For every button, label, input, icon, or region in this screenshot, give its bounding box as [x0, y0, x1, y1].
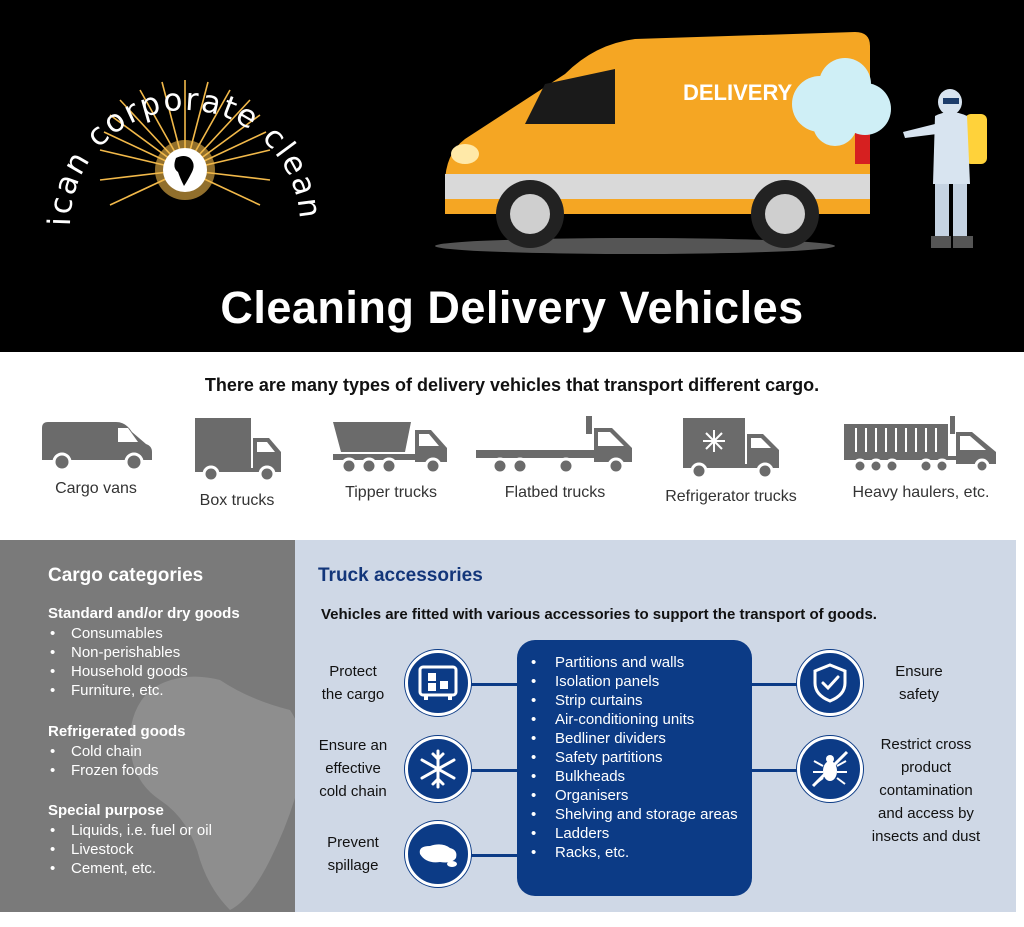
cargo-group-heading: Refrigerated goods	[48, 723, 186, 740]
list-item: Liquids, i.e. fuel or oil	[48, 821, 212, 840]
vehicle-label: Box trucks	[199, 492, 275, 509]
list-item: Furniture, etc.	[48, 681, 240, 700]
list-item: Non-perishables	[48, 643, 240, 662]
cargo-group-special: Special purpose Liquids, i.e. fuel or oi…	[48, 802, 212, 878]
africa-map-icon	[130, 676, 295, 910]
accessories-title: Truck accessories	[318, 565, 483, 586]
list-item: Frozen foods	[48, 761, 186, 780]
vehicle-refrigerator-truck: Refrigerator trucks	[660, 414, 802, 506]
cargo-van-icon	[42, 422, 152, 472]
page-title: Cleaning Delivery Vehicles	[220, 282, 804, 333]
list-item: Isolation panels	[531, 672, 742, 691]
vehicle-box-truck: Box trucks	[186, 414, 288, 510]
shield-check-icon	[813, 663, 847, 703]
cargo-box-icon	[418, 665, 458, 700]
list-item: Organisers	[531, 786, 742, 805]
list-item: Strip curtains	[531, 691, 742, 710]
spill-icon	[419, 844, 457, 867]
header-banner: african corporate cleaning DELIVERY	[0, 0, 1024, 352]
cargo-box-circle	[405, 650, 471, 716]
connector-line	[750, 683, 800, 686]
vehicle-flatbed-truck: Flatbed trucks	[472, 414, 638, 502]
company-logo: african corporate cleaning	[40, 20, 326, 227]
vehicle-label: Refrigerator trucks	[665, 488, 797, 505]
cargo-group-heading: Special purpose	[48, 802, 164, 819]
vehicle-label: Cargo vans	[55, 480, 137, 497]
shield-circle	[797, 650, 863, 716]
no-insect-icon	[811, 750, 849, 788]
vehicle-tipper-truck: Tipper trucks	[320, 414, 462, 502]
list-item: Safety partitions	[531, 748, 742, 767]
list-item: Cold chain	[48, 742, 186, 761]
van-delivery-text: DELIVERY	[683, 80, 793, 105]
list-item: Consumables	[48, 624, 240, 643]
function-label-safety: Ensure safety	[895, 663, 943, 703]
list-item: Partitions and walls	[531, 653, 742, 672]
connector-line	[465, 854, 520, 857]
box-truck-icon	[195, 418, 281, 483]
snowflake-circle	[405, 736, 471, 802]
heavy-hauler-icon	[844, 416, 996, 474]
list-item: Shelving and storage areas	[531, 805, 742, 824]
function-label-cold-chain: Ensure an effective cold chain	[318, 737, 388, 800]
vehicle-label: Tipper trucks	[345, 484, 437, 501]
tipper-truck-icon	[333, 422, 447, 475]
van-illustration: DELIVERY	[435, 32, 987, 254]
list-item: Bedliner dividers	[531, 729, 742, 748]
spray-cloud	[792, 58, 891, 146]
cargo-group-heading: Standard and/or dry goods	[48, 605, 240, 622]
list-item: Livestock	[48, 840, 212, 859]
intro-text: There are many types of delivery vehicle…	[204, 375, 820, 395]
accessories-subtitle: Vehicles are fitted with various accesso…	[321, 606, 877, 623]
spill-circle	[405, 821, 471, 887]
vehicle-heavy-hauler: Heavy haulers, etc.	[838, 414, 1004, 502]
cargo-categories-panel: Cargo categories Standard and/or dry goo…	[0, 540, 295, 912]
refrigerator-truck-icon	[683, 418, 779, 480]
connector-line	[750, 769, 800, 772]
vehicle-cargo-van: Cargo vans	[38, 414, 154, 498]
connector-line	[465, 769, 520, 772]
connector-line	[465, 683, 520, 686]
accessories-list-box: Partitions and walls Isolation panels St…	[517, 640, 752, 896]
list-item: Racks, etc.	[531, 843, 742, 862]
list-item: Bulkheads	[531, 767, 742, 786]
function-label-spillage: Prevent spillage	[327, 834, 379, 874]
list-item: Air-conditioning units	[531, 710, 742, 729]
vehicle-label: Flatbed trucks	[504, 484, 606, 501]
flatbed-truck-icon	[476, 416, 632, 475]
cargo-group-standard: Standard and/or dry goods Consumables No…	[48, 605, 240, 700]
truck-accessories-panel: Truck accessories Vehicles are fitted wi…	[295, 540, 1016, 912]
function-label-protect: Protect the cargo	[321, 663, 385, 703]
no-insect-circle	[797, 736, 863, 802]
list-item: Cement, etc.	[48, 859, 212, 878]
cargo-title: Cargo categories	[48, 565, 204, 586]
vehicle-label: Heavy haulers, etc.	[852, 484, 990, 501]
snowflake-icon	[703, 430, 725, 452]
list-item: Household goods	[48, 662, 240, 681]
snowflake-icon	[420, 749, 456, 789]
list-item: Ladders	[531, 824, 742, 843]
cleaner-figure	[903, 89, 987, 248]
cargo-group-refrigerated: Refrigerated goods Cold chain Frozen foo…	[48, 723, 186, 780]
function-label-contamination: Restrict cross product contamination and…	[871, 736, 981, 845]
